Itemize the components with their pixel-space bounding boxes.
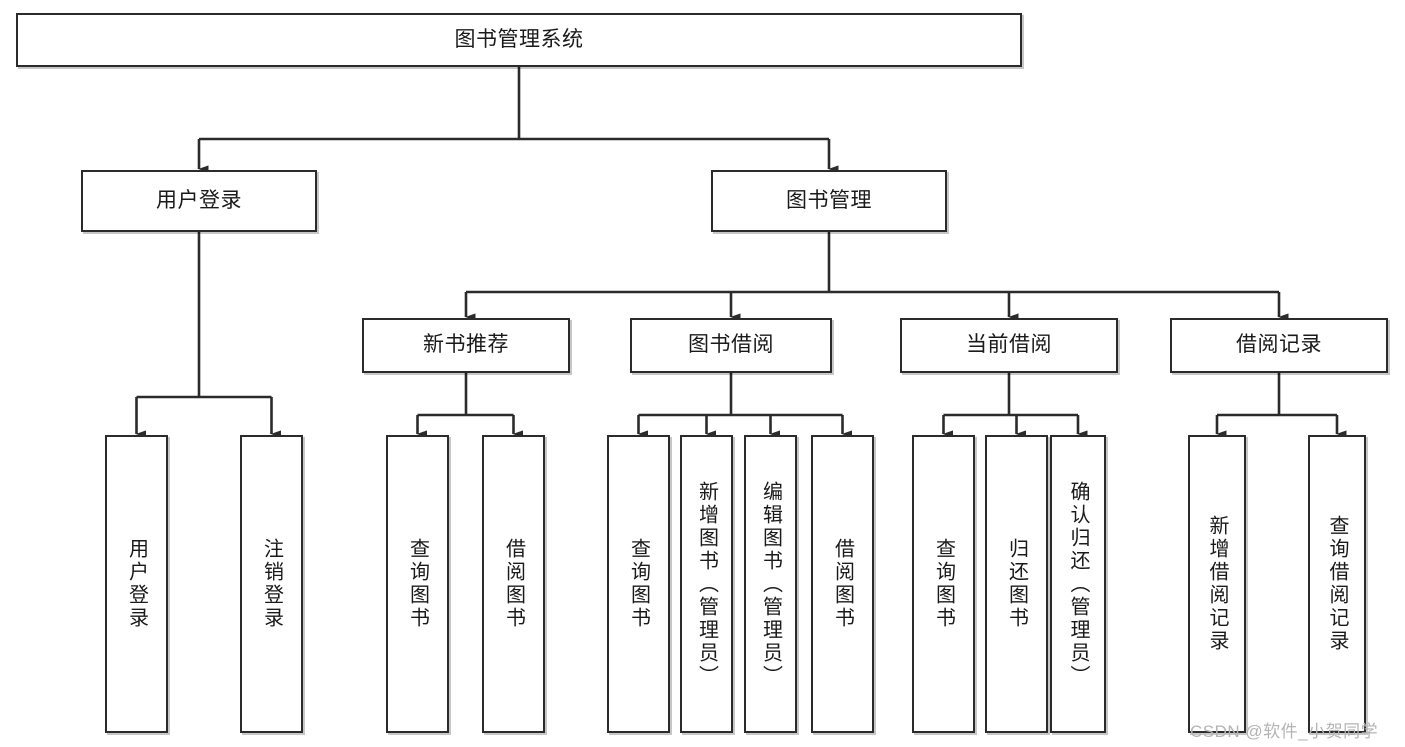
node-l10[interactable]: 归还图书 [985, 435, 1048, 733]
node-label: 查询借阅记录 [1326, 515, 1348, 653]
node-l9[interactable]: 查询图书 [912, 435, 975, 733]
node-l1[interactable]: 用户登录 [105, 435, 168, 733]
node-label: 用户登录 [156, 188, 242, 212]
node-newbook[interactable]: 新书推荐 [362, 318, 570, 373]
node-records[interactable]: 借阅记录 [1170, 318, 1388, 373]
node-label: 查询图书 [627, 538, 650, 630]
node-l11[interactable]: 确认归还（管理员） [1050, 435, 1106, 733]
node-l6[interactable]: 新增图书（管理员） [680, 435, 733, 733]
csdn-watermark: CSDN @软件_小贺同学 [1190, 722, 1379, 741]
node-label: 新增图书（管理员） [695, 480, 718, 688]
node-label: 确认归还（管理员） [1067, 480, 1089, 688]
node-label: 用户登录 [125, 538, 148, 630]
node-l3[interactable]: 查询图书 [386, 435, 449, 733]
node-label: 归还图书 [1005, 538, 1028, 630]
node-label: 新书推荐 [423, 333, 509, 357]
node-l13[interactable]: 查询借阅记录 [1308, 435, 1366, 733]
connector-lines [135, 67, 1347, 438]
node-label: 新增借阅记录 [1206, 515, 1228, 653]
node-l5[interactable]: 查询图书 [607, 435, 670, 733]
node-label: 当前借阅 [966, 333, 1052, 357]
node-label: 图书管理系统 [454, 27, 584, 51]
node-label: 注销登录 [260, 538, 283, 630]
node-current[interactable]: 当前借阅 [900, 318, 1118, 373]
node-label: 查询图书 [406, 538, 429, 630]
node-l12[interactable]: 新增借阅记录 [1188, 435, 1246, 733]
node-label: 图书借阅 [688, 333, 774, 357]
node-label: 借阅图书 [831, 538, 854, 630]
node-label: 借阅图书 [502, 538, 525, 630]
node-bookmgmt[interactable]: 图书管理 [711, 170, 947, 232]
node-label: 查询图书 [932, 538, 955, 630]
node-borrow[interactable]: 图书借阅 [630, 318, 832, 373]
node-l4[interactable]: 借阅图书 [482, 435, 545, 733]
node-l2[interactable]: 注销登录 [240, 435, 303, 733]
node-l7[interactable]: 编辑图书（管理员） [744, 435, 797, 733]
node-label: 借阅记录 [1236, 333, 1322, 357]
node-root[interactable]: 图书管理系统 [16, 13, 1022, 67]
node-label: 图书管理 [786, 188, 872, 212]
node-l8[interactable]: 借阅图书 [811, 435, 874, 733]
node-label: 编辑图书（管理员） [759, 480, 782, 688]
node-login[interactable]: 用户登录 [81, 170, 317, 232]
